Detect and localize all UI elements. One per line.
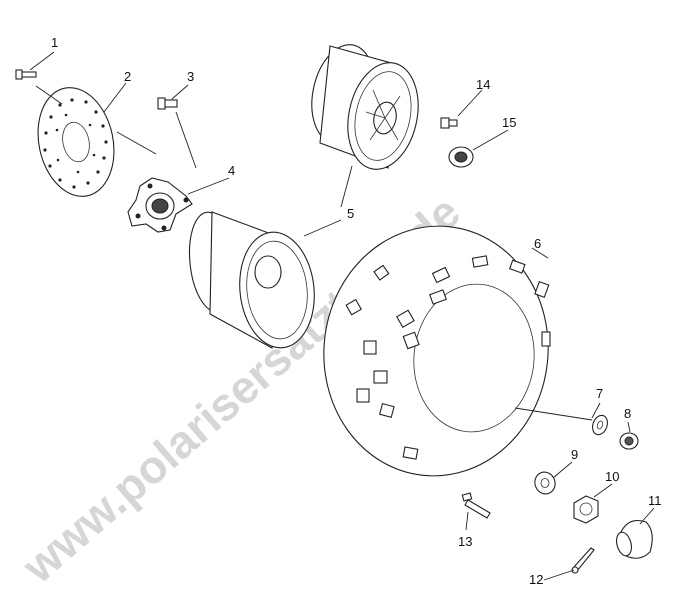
callout-14: 14 bbox=[476, 77, 490, 92]
part-7-washer bbox=[592, 414, 608, 436]
callout-10: 10 bbox=[605, 469, 619, 484]
part-12-cotter-pin bbox=[571, 547, 595, 574]
callout-2: 2 bbox=[124, 69, 131, 84]
callout-11: 11 bbox=[648, 493, 662, 508]
callout-6: 6 bbox=[534, 236, 541, 251]
part-13-bolt bbox=[461, 492, 491, 519]
callout-5: 5 bbox=[347, 206, 354, 221]
part-6-tire bbox=[323, 225, 551, 477]
part-5-rim-upper bbox=[311, 44, 419, 170]
callout-12: 12 bbox=[529, 572, 543, 587]
part-15-bearing bbox=[448, 146, 474, 168]
part-10-castle-nut bbox=[573, 495, 599, 524]
part-9-washer bbox=[534, 471, 556, 495]
callout-4: 4 bbox=[228, 163, 235, 178]
part-4-hub bbox=[127, 177, 193, 233]
part-3-stud bbox=[157, 97, 178, 110]
callout-15: 15 bbox=[502, 115, 516, 130]
part-2-brake-disc bbox=[37, 87, 115, 197]
part-5-rim-lower bbox=[188, 211, 315, 349]
callout-13: 13 bbox=[458, 534, 472, 549]
part-11-dust-cap bbox=[616, 519, 653, 559]
callout-8: 8 bbox=[624, 406, 631, 421]
part-8-nut bbox=[619, 432, 639, 450]
callout-9: 9 bbox=[571, 447, 578, 462]
leader-lines bbox=[29, 51, 655, 581]
callout-3: 3 bbox=[187, 69, 194, 84]
part-1-bolt bbox=[15, 69, 37, 80]
callout-7: 7 bbox=[596, 386, 603, 401]
part-14-stud bbox=[440, 117, 458, 129]
callout-1: 1 bbox=[51, 35, 58, 50]
